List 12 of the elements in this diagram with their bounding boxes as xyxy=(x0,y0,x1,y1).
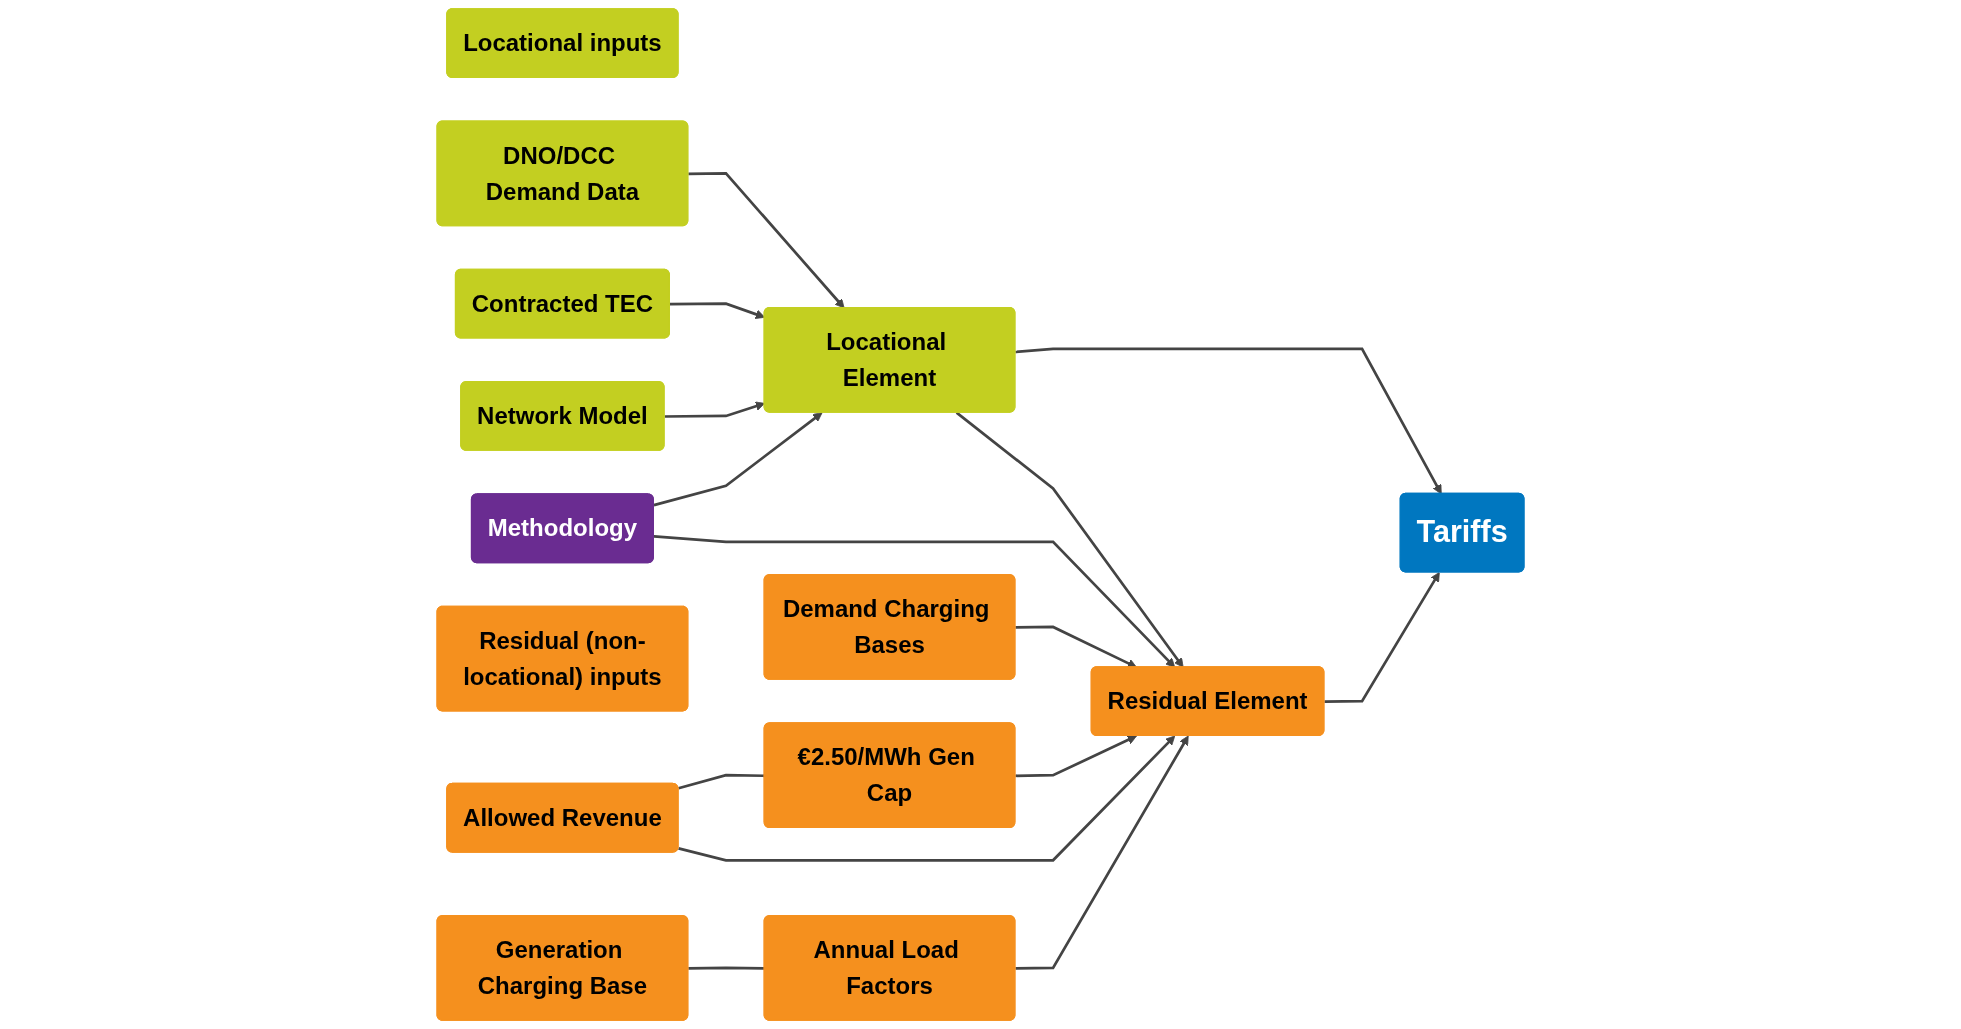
connector xyxy=(678,773,765,790)
arrow xyxy=(653,412,823,507)
arrow xyxy=(1015,625,1137,668)
arrow xyxy=(1015,347,1442,495)
arrow xyxy=(653,535,1176,668)
arrow xyxy=(1324,572,1440,703)
connector xyxy=(688,966,765,970)
arrow xyxy=(688,172,845,309)
arrow xyxy=(955,411,1184,668)
arrow xyxy=(1015,735,1189,970)
arrow xyxy=(1015,735,1137,778)
arrow xyxy=(678,735,1176,862)
